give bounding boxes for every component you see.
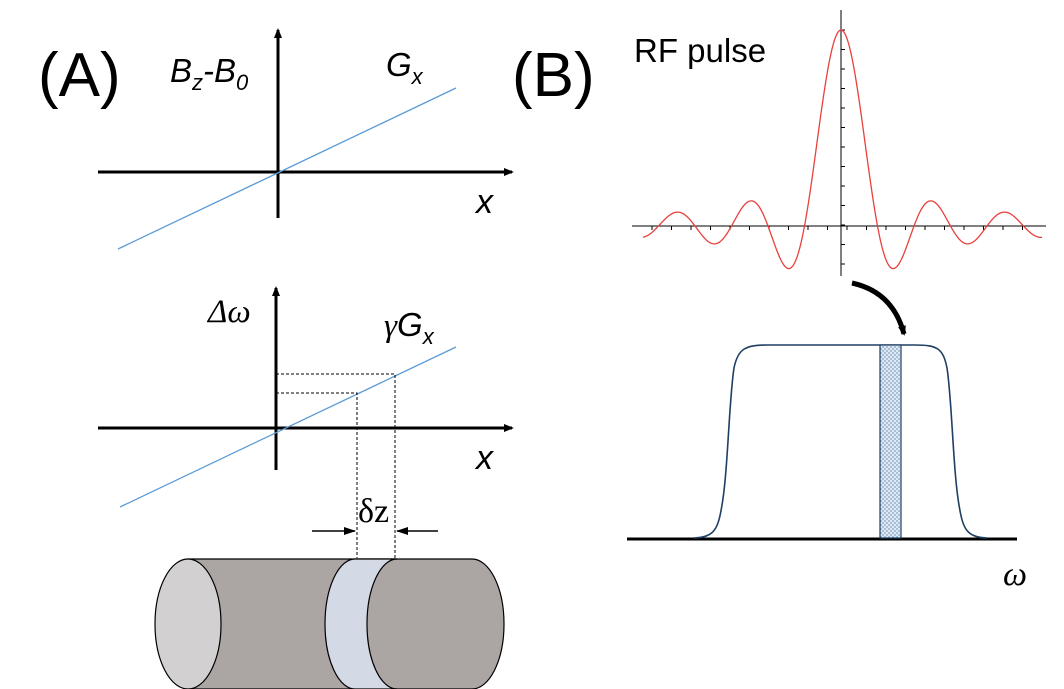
rf-pulse-plot [632, 10, 1046, 276]
top-gradient-plot: Bz-B0 Gx x [98, 28, 514, 250]
cylinder-slice [324, 558, 398, 689]
bottom-frequency-plot: Δω γGx x [98, 286, 514, 558]
slice-thickness-marker: δz [312, 493, 438, 535]
bottom-y-label: Δω [206, 294, 251, 330]
cylinder-end-cap [154, 558, 222, 689]
top-gradient-line [117, 87, 457, 250]
bottom-x-label: x [474, 439, 494, 477]
bottom-line-label: γGx [384, 306, 435, 349]
top-x-label: x [474, 183, 494, 221]
top-line-label: Gx [386, 46, 424, 89]
upper-dashed-guide [276, 373, 396, 558]
cylinder-sample [154, 558, 505, 689]
bottom-gradient-line [119, 346, 457, 508]
top-y-label: Bz-B0 [170, 52, 249, 95]
lower-dashed-guide [276, 392, 358, 558]
selected-frequency-band [879, 344, 902, 539]
transform-arrow [851, 280, 907, 336]
profile-curve [693, 344, 988, 539]
rf-tick-marks [651, 29, 1023, 265]
panel-b-label: (B) [512, 41, 595, 110]
rf-pulse-title: RF pulse [634, 32, 766, 69]
panel-a-label: (A) [38, 41, 121, 110]
omega-label: ω [1003, 556, 1027, 593]
rf-pulse-curve [642, 29, 1043, 270]
slice-thickness-label: δz [358, 493, 389, 530]
excitation-profile-plot: ω [627, 344, 1027, 593]
